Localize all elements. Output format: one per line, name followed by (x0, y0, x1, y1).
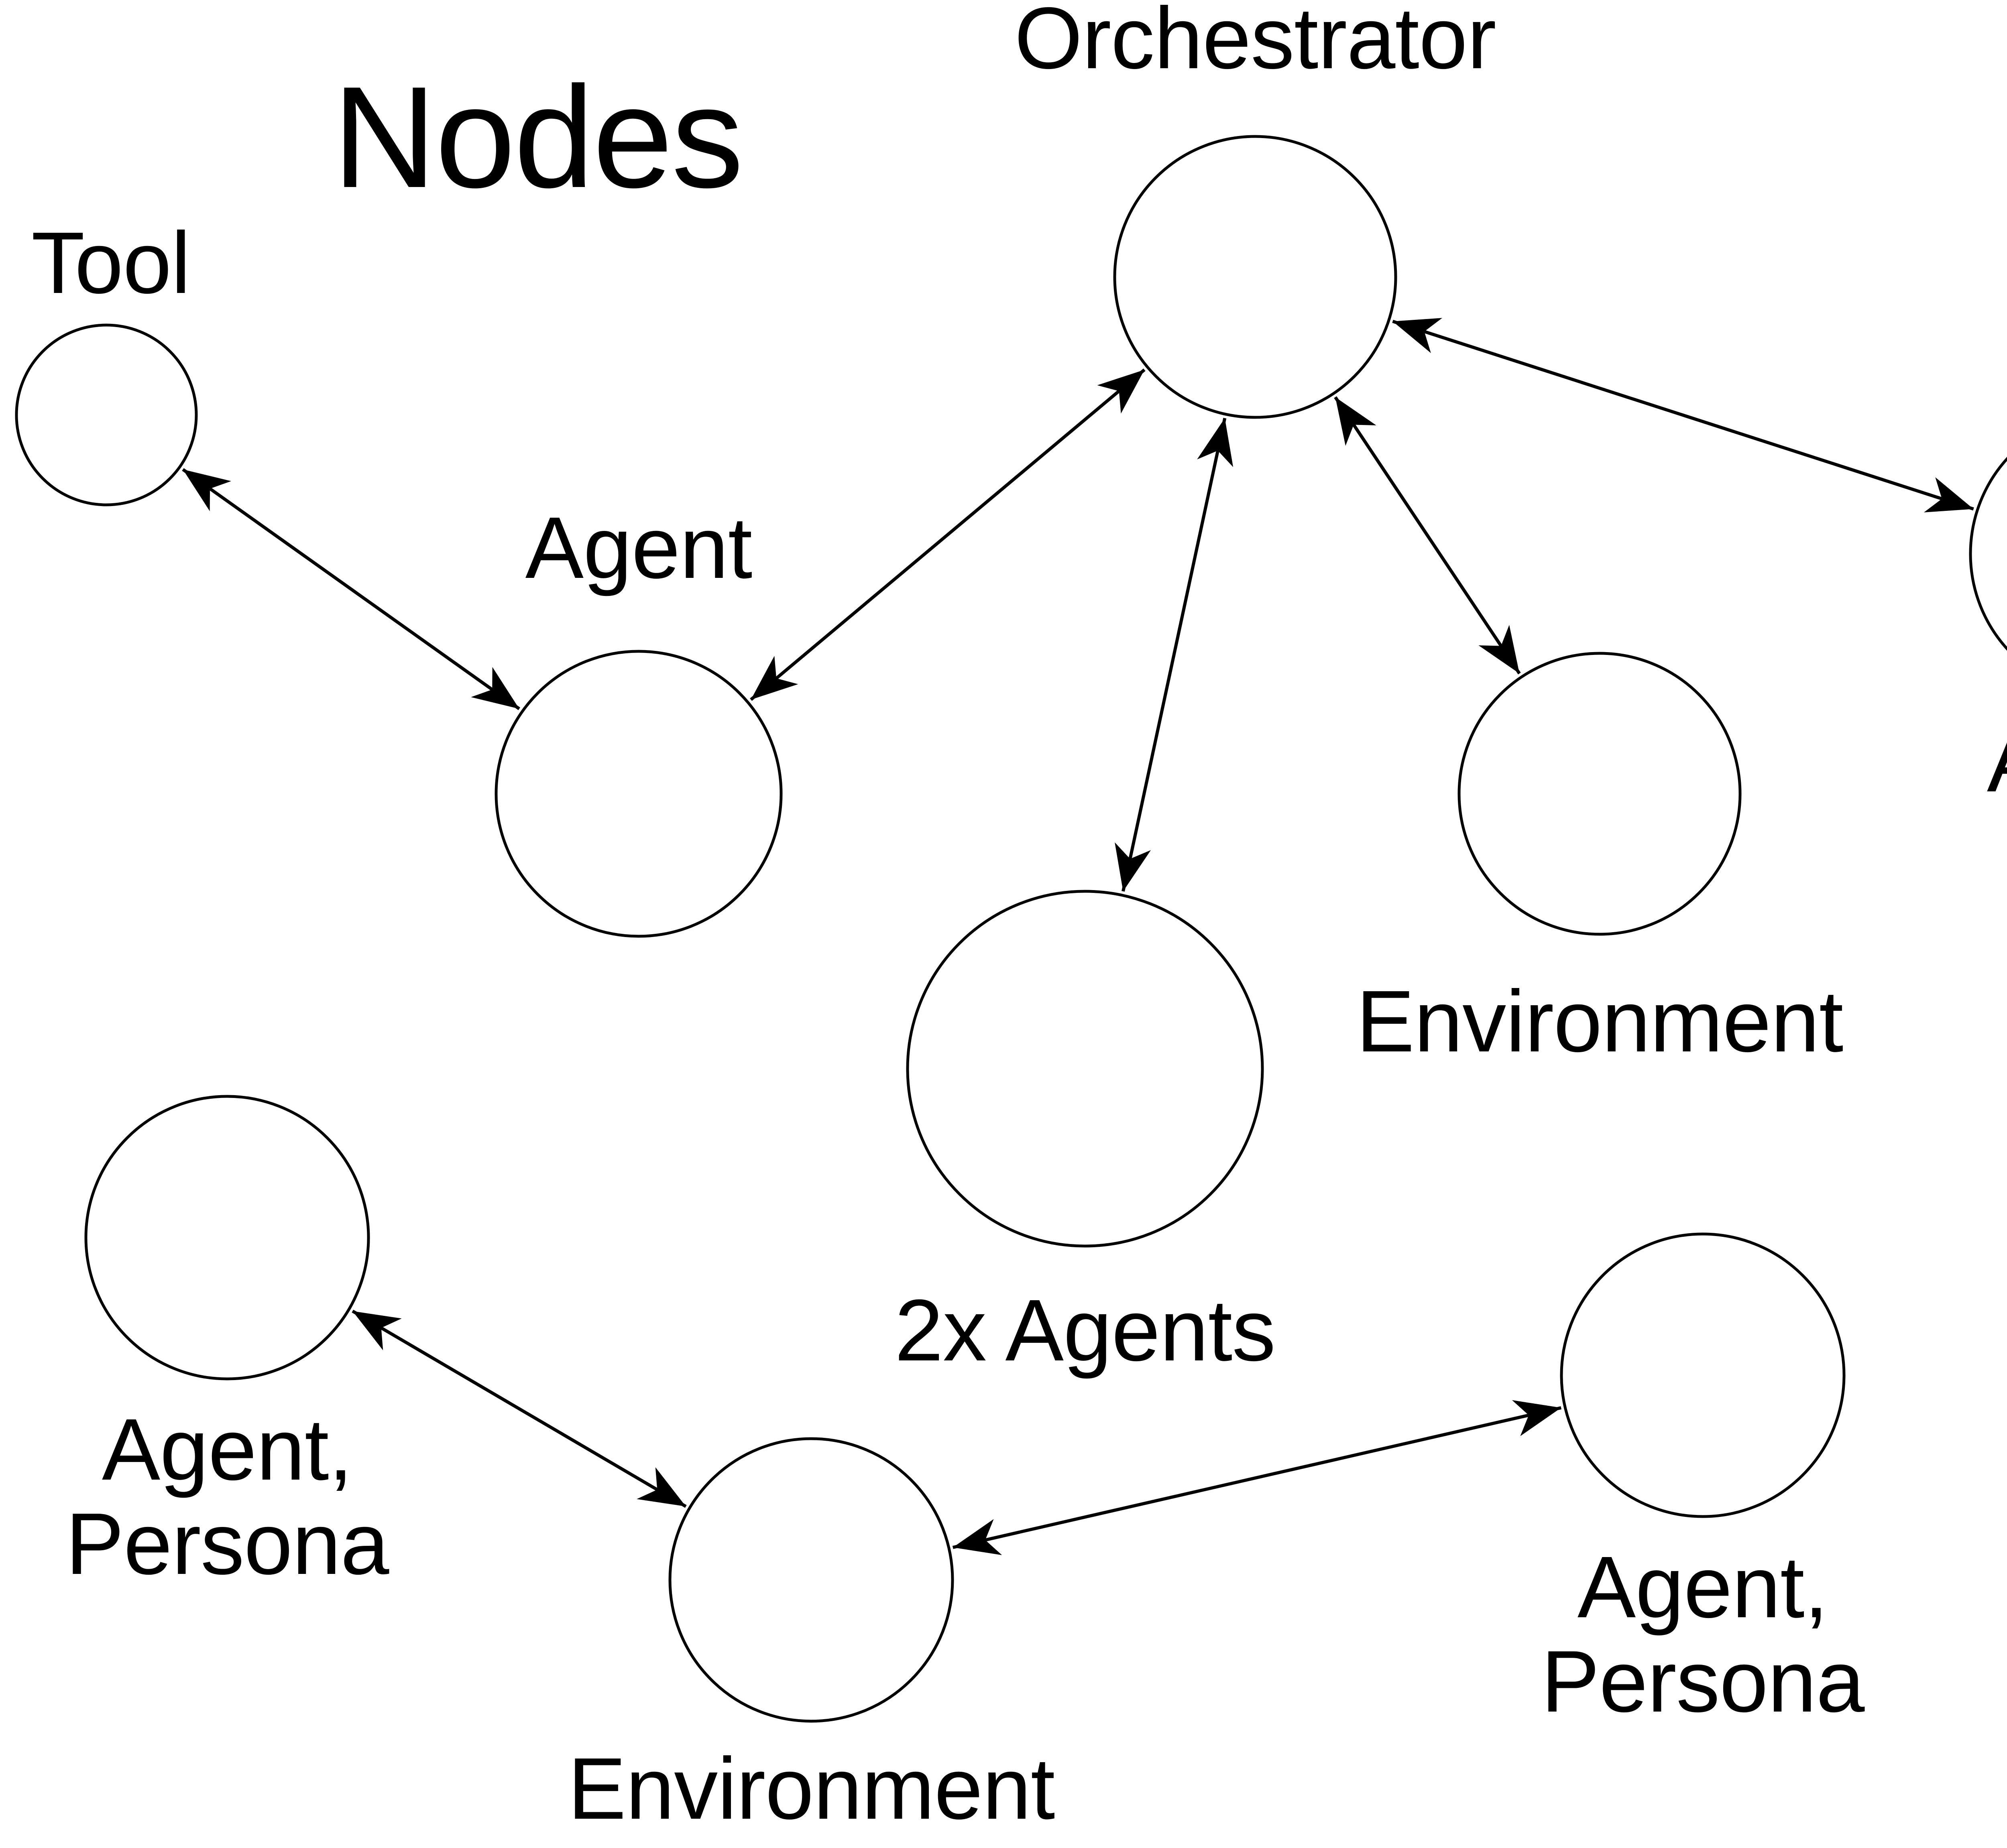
node-label-line: Agent, (1577, 1539, 1828, 1636)
node-label-agent-persona-right: Agent,Persona (1541, 1540, 1865, 1729)
node-label-environment-bottom: Environment (568, 1742, 1055, 1836)
node-circle-agent-persona-right[interactable] (1560, 1232, 1846, 1518)
edge-agent-orchestrator (750, 368, 1146, 701)
node-circle-orchestrator[interactable] (1113, 135, 1397, 419)
node-circle-environment-top[interactable] (1457, 652, 1742, 936)
node-label-line: Agent, (1987, 714, 2007, 809)
node-circle-agent-tool[interactable] (1969, 412, 2007, 695)
node-label-line: Orchestrator (1014, 0, 1496, 87)
node-circle-agent-persona-left[interactable] (84, 1095, 370, 1380)
edges-layer (182, 318, 1974, 1555)
node-circle-environment-bottom[interactable] (668, 1437, 954, 1723)
edge-twoagents-orchestrator (1115, 418, 1234, 892)
node-label-line: Persona (65, 1495, 389, 1593)
node-label-line: Agent (525, 499, 753, 597)
edge-orchestrator-environment (1334, 396, 1521, 675)
node-label-tool: Tool (31, 214, 191, 312)
node-label-line: Tool (31, 214, 191, 312)
node-label-orchestrator: Orchestrator (1014, 0, 1496, 85)
node-circle-two-agents[interactable] (906, 890, 1264, 1248)
page-title: Nodes (332, 57, 744, 218)
edge-orchestrator-agenttool (1392, 318, 1974, 512)
node-label-agent: Agent (525, 499, 753, 597)
node-label-line: Persona (1541, 1633, 1865, 1731)
edge-personaleft-environmentbottom (352, 1309, 687, 1508)
edge-tool-agent (182, 468, 520, 710)
node-label-agent-tool: Agent,Tool (1987, 714, 2007, 903)
node-label-line: 2x Agents (894, 1282, 1276, 1379)
node-label-line: Tool (1987, 809, 2007, 903)
node-label-line: Environment (568, 1740, 1055, 1838)
node-circle-tool[interactable] (15, 323, 198, 506)
node-label-line: Environment (1356, 973, 1844, 1070)
node-label-line: Agent, (102, 1401, 353, 1498)
nodes-layer (15, 135, 2007, 1723)
node-circle-agent[interactable] (495, 650, 783, 938)
node-label-agent-persona-left: Agent,Persona (66, 1403, 389, 1592)
node-label-two-agents: 2x Agents (894, 1282, 1276, 1379)
node-label-environment-top: Environment (1356, 973, 1844, 1070)
edge-environmentbottom-personaright (952, 1400, 1562, 1555)
